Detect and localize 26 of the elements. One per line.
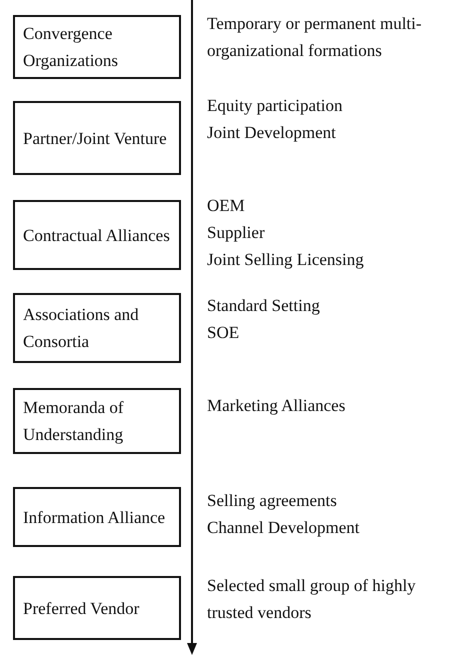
example-text: Standard Setting <box>207 295 321 317</box>
example-text: Joint Development <box>207 122 337 144</box>
category-label: Contractual Alliances <box>23 224 170 246</box>
example-text: SOE <box>207 322 240 344</box>
example-text: Selling agreements <box>207 490 338 512</box>
category-box <box>13 388 181 454</box>
example-text: Supplier <box>207 222 266 244</box>
category-label: Associations and Consortia <box>23 304 140 353</box>
example-text: Selected small group of highly trusted vendors <box>207 575 417 624</box>
category-label: Information Alliance <box>23 506 166 528</box>
category-box <box>13 576 181 640</box>
category-label: Convergence Organizations <box>23 23 120 72</box>
example-text: OEM <box>207 195 246 217</box>
example-text: Marketing Alliances <box>207 395 346 417</box>
category-box <box>13 200 181 270</box>
example-text: Joint Selling Licensing <box>207 249 365 271</box>
category-label: Preferred Vendor <box>23 598 140 620</box>
example-text: Temporary or permanent multi-organizational formations <box>207 13 423 62</box>
category-box <box>13 15 181 79</box>
category-label: Partner/Joint Venture <box>23 128 167 150</box>
category-box <box>13 487 181 547</box>
category-label: Memoranda of Understanding <box>23 397 125 446</box>
example-text: Channel Development <box>207 517 360 539</box>
category-box <box>13 101 181 175</box>
category-box <box>13 293 181 363</box>
example-text: Equity participation <box>207 95 344 117</box>
